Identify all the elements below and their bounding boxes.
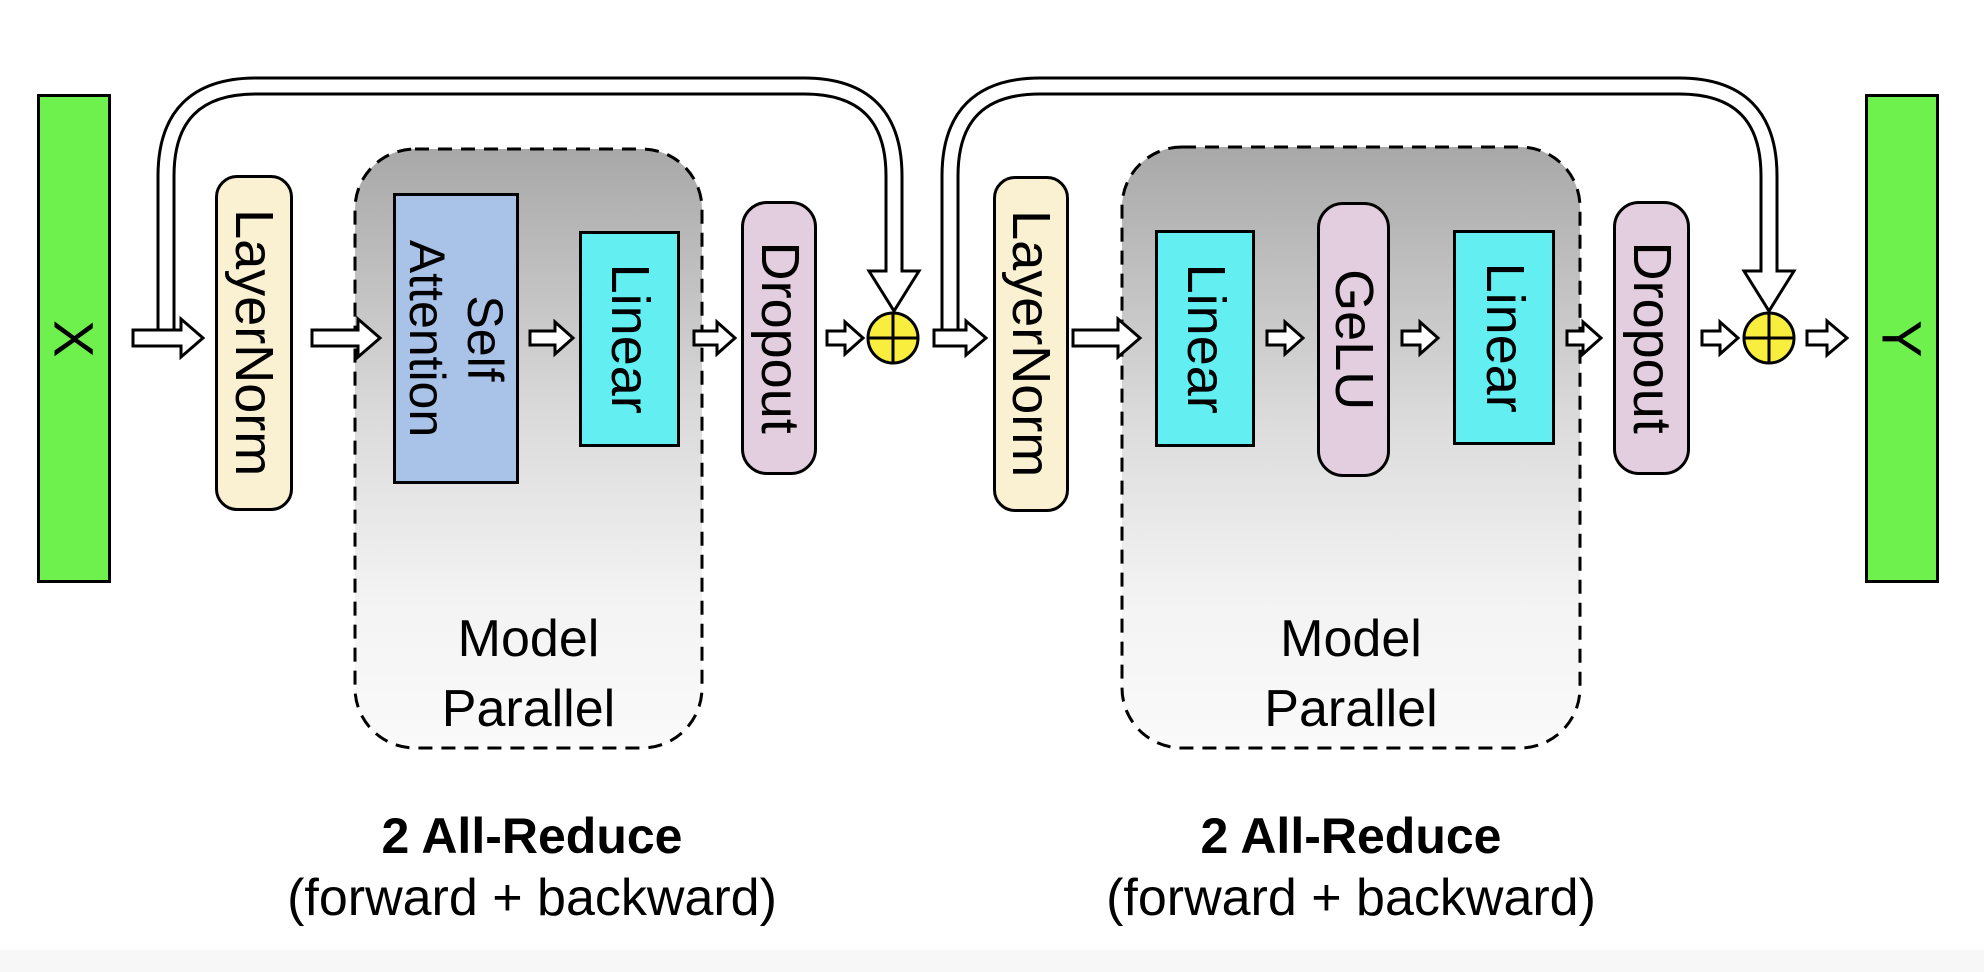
linear2-label: Linear — [1175, 263, 1236, 414]
model-parallel-2-line2: Parallel — [1264, 680, 1438, 738]
flow-arrow-x-to-layernorm1 — [131, 315, 206, 361]
flow-arrow-gelu-to-linear3 — [1400, 318, 1441, 358]
flow-arrow-linear1-to-dropout1 — [692, 318, 738, 358]
dropout1-box: Dropout — [741, 201, 817, 475]
self-attention-box: Self Attention — [393, 193, 519, 484]
all-reduce-caption-1: 2 All-Reduce (forward + backward) — [202, 806, 862, 930]
dropout2-label: Dropout — [1622, 241, 1683, 435]
layernorm1-label: LayerNorm — [224, 209, 285, 477]
input-label: X — [42, 319, 106, 358]
caption2-line1: 2 All-Reduce — [1200, 808, 1502, 864]
self-attention-line2: Attention — [400, 239, 456, 438]
gelu-box: GeLU — [1317, 202, 1390, 477]
layernorm2-label: LayerNorm — [1001, 210, 1062, 478]
flow-arrow-layernorm2-to-linear2 — [1071, 315, 1143, 361]
model-parallel-title-1: Model Parallel — [355, 604, 702, 744]
all-reduce-caption-2: 2 All-Reduce (forward + backward) — [1021, 806, 1681, 930]
model-parallel-1-line1: Model — [457, 610, 600, 668]
flow-arrow-add1-to-layernorm2 — [932, 317, 989, 359]
flow-arrow-dropout1-to-add1 — [825, 318, 866, 358]
skip-connection-inner-2 — [943, 79, 1776, 338]
model-parallel-1-line2: Parallel — [441, 680, 616, 738]
dropout1-label: Dropout — [749, 241, 810, 435]
linear1-box: Linear — [579, 231, 680, 447]
self-attention-line1: Self — [457, 295, 514, 382]
linear2-box: Linear — [1155, 230, 1255, 447]
flow-arrow-layernorm1-to-attention — [310, 315, 383, 361]
skip-connection-inner-1 — [159, 79, 901, 338]
caption1-line1: 2 All-Reduce — [381, 808, 683, 864]
flow-arrow-dropout2-to-add2 — [1700, 318, 1741, 358]
model-parallel-title-2: Model Parallel — [1122, 604, 1580, 744]
output-tensor-bar: Y — [1865, 94, 1939, 583]
output-label: Y — [1870, 319, 1934, 358]
flow-arrow-add2-to-y — [1805, 317, 1850, 359]
self-attention-label: Self Attention — [399, 240, 514, 437]
footer-strip — [0, 950, 1984, 972]
caption1-line2: (forward + backward) — [287, 869, 777, 927]
gelu-label: GeLU — [1324, 268, 1385, 411]
dropout2-box: Dropout — [1613, 201, 1690, 475]
add-circle-icon-2 — [1742, 311, 1796, 365]
flow-arrow-linear3-to-dropout2 — [1565, 318, 1604, 358]
model-parallel-2-line1: Model — [1280, 610, 1422, 668]
linear1-label: Linear — [600, 263, 661, 415]
layernorm2-box: LayerNorm — [993, 176, 1069, 512]
input-tensor-bar: X — [37, 94, 111, 583]
add-circle-icon-1 — [866, 311, 920, 365]
linear3-label: Linear — [1474, 262, 1535, 413]
layernorm1-box: LayerNorm — [215, 175, 293, 511]
caption2-line2: (forward + backward) — [1106, 869, 1596, 927]
flow-arrow-linear2-to-gelu — [1265, 318, 1306, 358]
linear3-box: Linear — [1453, 230, 1555, 445]
flow-arrow-attention-to-linear1 — [528, 318, 576, 358]
